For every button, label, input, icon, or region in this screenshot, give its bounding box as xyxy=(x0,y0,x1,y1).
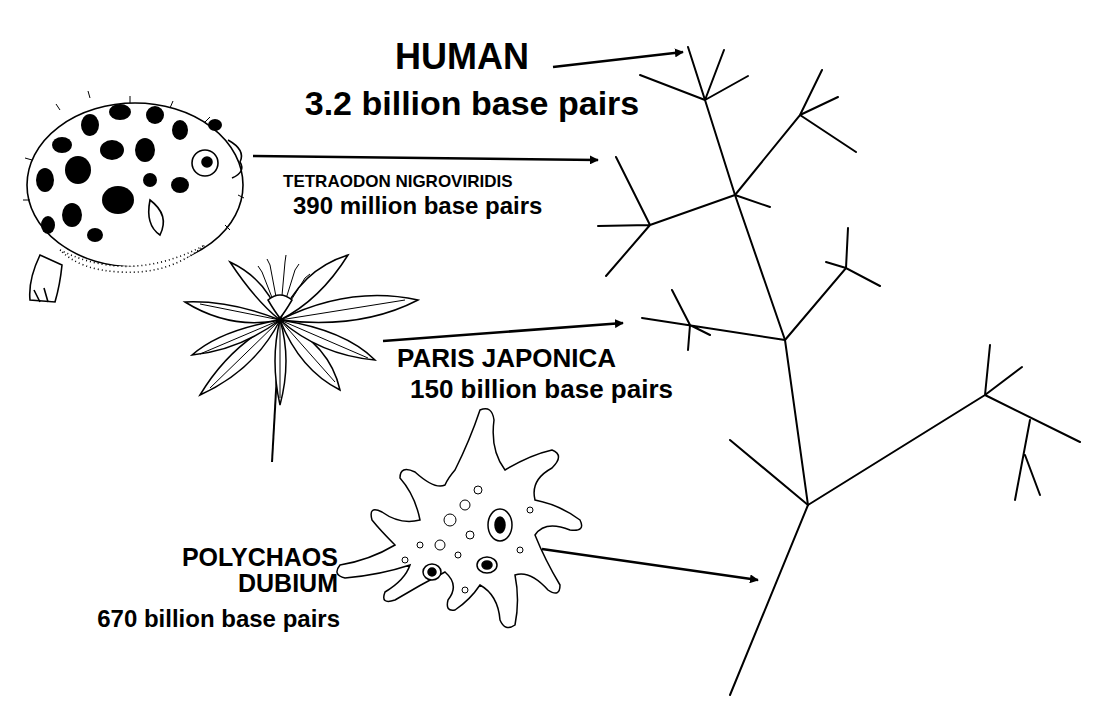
pufferfish-drawing xyxy=(23,91,244,302)
phylogenetic-tree xyxy=(598,47,1080,695)
genome-size: 670 billion base pairs xyxy=(97,606,340,631)
organism-name: HUMAN xyxy=(395,38,529,76)
organism-name: PARIS JAPONICA xyxy=(397,345,616,372)
genome-size: 150 billion base pairs xyxy=(410,376,673,403)
genome-size: 3.2 billion base pairs xyxy=(305,86,639,122)
amoeba-drawing xyxy=(337,409,582,628)
plant-drawing xyxy=(185,255,418,462)
organism-name: POLYCHAOS DUBIUM xyxy=(168,544,338,597)
organism-name: TETRAODON NIGROVIRIDIS xyxy=(283,173,513,191)
genome-size: 390 million base pairs xyxy=(293,193,542,218)
